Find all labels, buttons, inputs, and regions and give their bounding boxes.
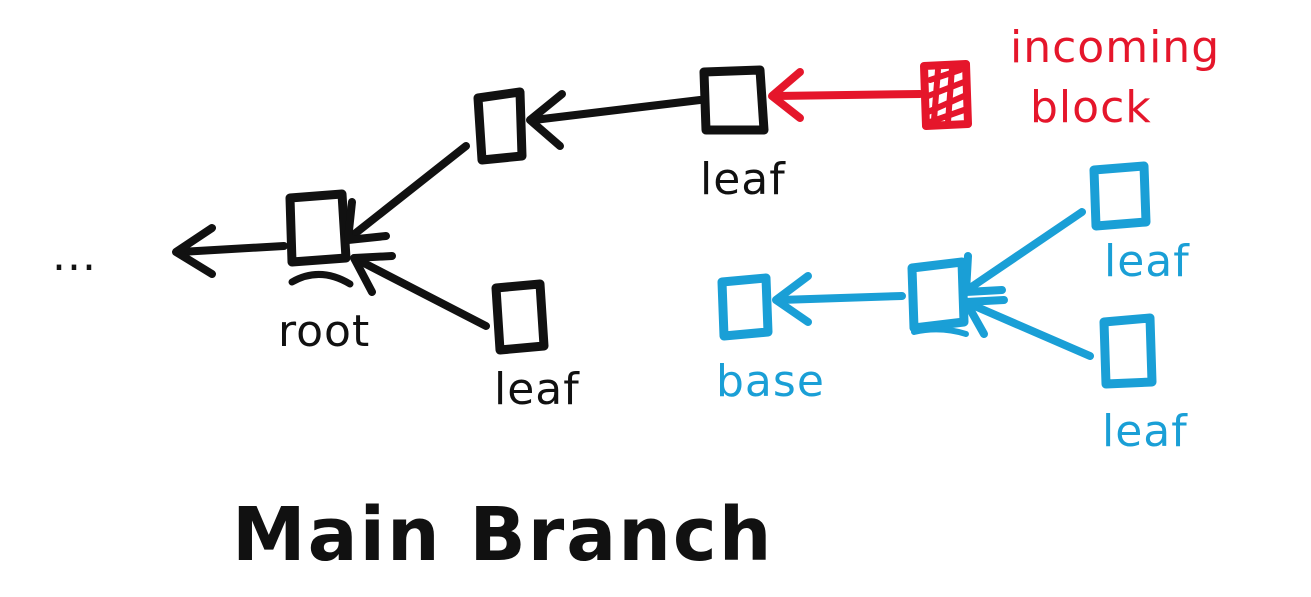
- arrow-side-bottom-leaf-to-middle: [966, 300, 1094, 360]
- arrow-head-side-middle-to-base: [772, 272, 812, 326]
- side-middle-block: [907, 257, 969, 333]
- middle-block: [473, 87, 527, 165]
- main-leaf-bottom-label: leaf: [494, 364, 580, 415]
- main-branch: ... leaf root leaf: [52, 65, 786, 415]
- side-middle-underline: [911, 326, 969, 337]
- main-leaf-top-block: [699, 65, 769, 135]
- root-underline: [288, 270, 354, 288]
- arrow-head-incoming-to-leaf: [768, 68, 804, 122]
- side-branch: leaf base leaf: [716, 161, 1190, 457]
- base-block: [717, 273, 773, 341]
- arrow-side-top-leaf-to-middle: [966, 208, 1086, 292]
- incoming-block: [920, 60, 972, 130]
- incoming-block-group: incoming block: [768, 22, 1220, 133]
- side-leaf-bottom-label: leaf: [1102, 406, 1188, 457]
- arrow-head-bottom-leaf-to-root: [350, 252, 396, 296]
- side-leaf-top-label: leaf: [1104, 236, 1190, 287]
- arrow-head-side-top-leaf-to-middle: [962, 252, 1006, 296]
- side-leaf-bottom-block: [1099, 313, 1157, 389]
- arrow-bottom-leaf-to-root: [354, 256, 490, 330]
- arrow-leaf-to-middle: [530, 96, 704, 124]
- arrow-head-side-bottom-leaf-to-middle: [962, 296, 1008, 338]
- arrow-head-middle-to-root: [344, 198, 390, 244]
- arrow-incoming-to-leaf: [772, 90, 924, 100]
- main-branch-title: Main Branch: [232, 492, 773, 578]
- arrow-middle-to-root: [348, 142, 470, 240]
- arrow-head-root-to-ellipsis: [172, 224, 216, 278]
- base-label: base: [716, 356, 825, 407]
- main-leaf-top-label: leaf: [700, 154, 786, 205]
- side-leaf-top-block: [1089, 161, 1151, 231]
- root-label: root: [278, 306, 370, 357]
- incoming-label-line2: block: [1030, 82, 1152, 133]
- incoming-label-line1: incoming: [1010, 22, 1220, 73]
- root-block: [285, 189, 351, 267]
- incoming-block-hatch: [925, 65, 967, 125]
- main-leaf-bottom-block: [491, 279, 549, 355]
- ellipsis-label: ...: [52, 230, 97, 281]
- arrow-side-middle-to-base: [776, 292, 906, 304]
- arrow-head-leaf-to-middle: [526, 90, 566, 150]
- arrow-root-to-ellipsis: [176, 242, 288, 256]
